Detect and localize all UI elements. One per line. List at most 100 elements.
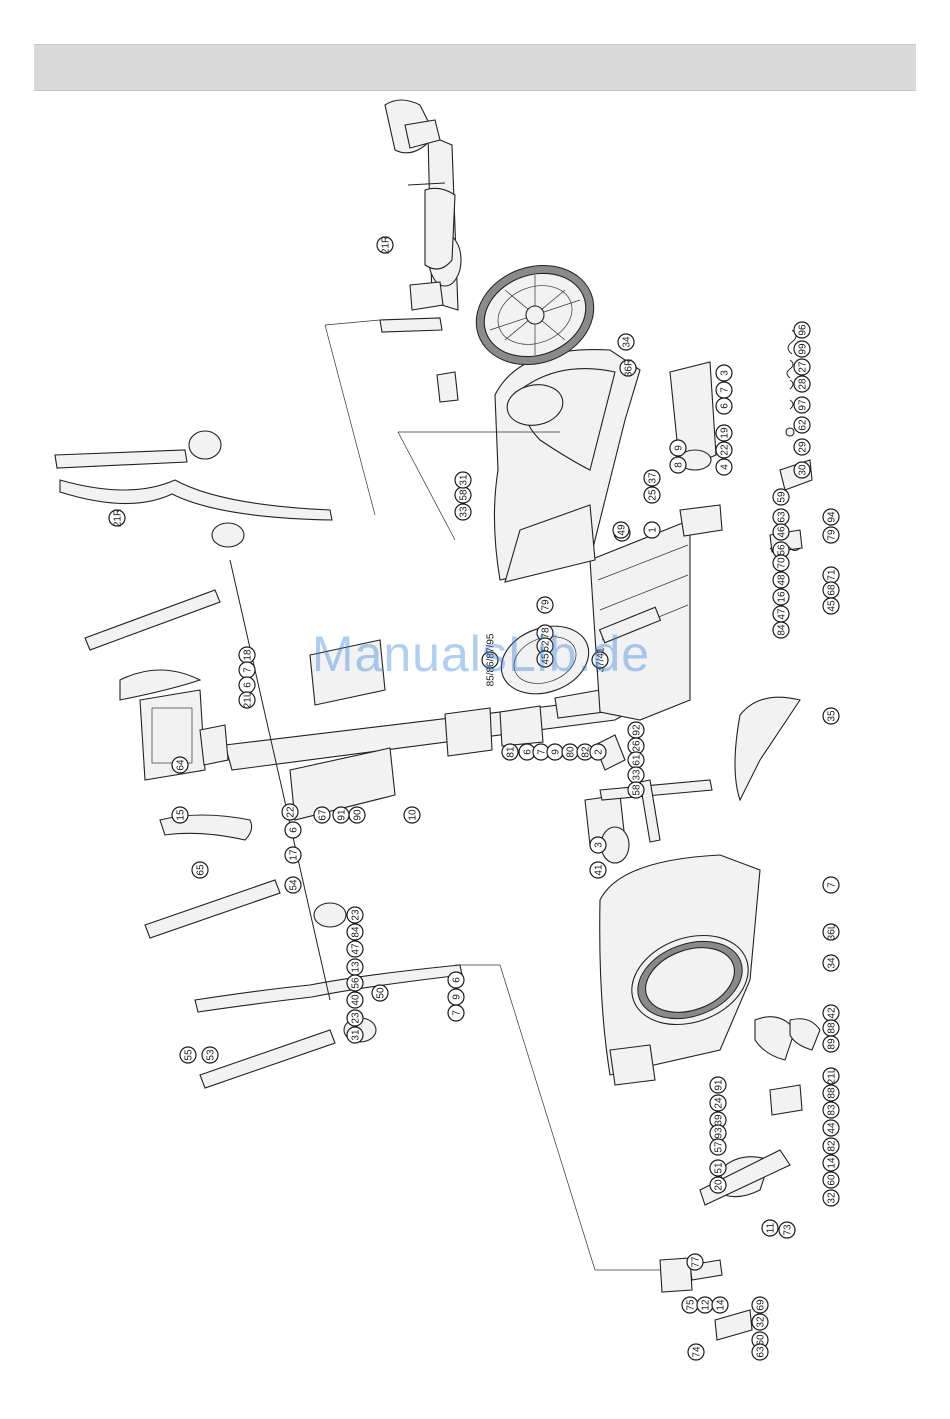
callout-label: 25 bbox=[648, 489, 659, 501]
callout-label: 57 bbox=[714, 1141, 725, 1153]
callout-17: 17 bbox=[284, 846, 302, 864]
callout-label: 7 bbox=[827, 882, 838, 888]
callout-label: 13 bbox=[351, 961, 362, 973]
callout-label: 61 bbox=[632, 754, 643, 766]
callout-40: 40 bbox=[346, 991, 364, 1009]
callout-7: 7 bbox=[447, 1004, 465, 1022]
callout-63: 63 bbox=[751, 1343, 769, 1361]
callout-label: 2 bbox=[594, 749, 605, 755]
callout-label: 6 bbox=[243, 682, 254, 688]
callout-61: 61 bbox=[627, 751, 645, 769]
callout-47: 47 bbox=[346, 940, 364, 958]
callout-67: 67 bbox=[313, 806, 331, 824]
callout-3: 3 bbox=[715, 364, 733, 382]
callout-6: 6 bbox=[284, 821, 302, 839]
callout-79: 79 bbox=[536, 596, 554, 614]
callout-33: 33 bbox=[454, 503, 472, 521]
callout-1: 1 bbox=[643, 521, 661, 539]
callout-label: 7 bbox=[720, 387, 731, 393]
callout-28: 28 bbox=[793, 375, 811, 393]
callout-label: 58 bbox=[459, 489, 470, 501]
callout-label: 6 bbox=[523, 749, 534, 755]
callout-75: 75 bbox=[681, 1296, 699, 1314]
callout-68: 68 bbox=[822, 581, 840, 599]
callout-64: 64 bbox=[171, 756, 189, 774]
callout-6: 6 bbox=[715, 397, 733, 415]
callout-11: 11 bbox=[761, 1219, 779, 1237]
callout-label: 84 bbox=[351, 926, 362, 938]
callout-89: 89 bbox=[822, 1035, 840, 1053]
callout-label: 33 bbox=[632, 769, 643, 781]
callout-7: 7 bbox=[822, 876, 840, 894]
callout-3: 3 bbox=[589, 836, 607, 854]
callout-14: 14 bbox=[822, 1154, 840, 1172]
callout-10: 10 bbox=[403, 806, 421, 824]
callout-15: 15 bbox=[171, 806, 189, 824]
callout-label: 34 bbox=[622, 336, 633, 348]
callout-45: 45 bbox=[822, 597, 840, 615]
callout-label: 97 bbox=[798, 399, 809, 411]
callout-53: 53 bbox=[201, 1046, 219, 1064]
callout-label: 51 bbox=[714, 1162, 725, 1174]
callout-label: 65 bbox=[196, 864, 207, 876]
callout-label: 79 bbox=[827, 529, 838, 541]
callout-35: 35 bbox=[822, 707, 840, 725]
callout-label: 9 bbox=[674, 445, 685, 451]
callout-54: 54 bbox=[284, 876, 302, 894]
callout-6: 6 bbox=[238, 676, 256, 694]
callout-51: 51 bbox=[709, 1159, 727, 1177]
callout-90: 90 bbox=[348, 806, 366, 824]
callout-label: 74 bbox=[692, 1346, 703, 1358]
callouts: 9699272897622930376192243436R14959946346… bbox=[108, 236, 840, 1361]
callout-55: 55 bbox=[179, 1046, 197, 1064]
callout-label: 50 bbox=[376, 987, 387, 999]
callout-label: 92 bbox=[632, 724, 643, 736]
callout-label: 9 bbox=[452, 994, 463, 1000]
callout-83: 83 bbox=[822, 1101, 840, 1119]
callout-label: 10 bbox=[408, 809, 419, 821]
callout-59: 59 bbox=[772, 488, 790, 506]
callout-12: 12 bbox=[696, 1296, 714, 1314]
callout-99: 99 bbox=[793, 340, 811, 358]
callout-label: 70 bbox=[777, 557, 788, 569]
callout-label: 60 bbox=[827, 1174, 838, 1186]
cross-bar-mid bbox=[584, 734, 713, 864]
callout-56: 56 bbox=[346, 974, 364, 992]
callout-96: 96 bbox=[793, 321, 811, 339]
callout-label: 46 bbox=[777, 526, 788, 538]
callout-31: 31 bbox=[454, 471, 472, 489]
callout-57: 57 bbox=[709, 1138, 727, 1156]
callout-42: 42 bbox=[822, 1004, 840, 1022]
callout-32: 32 bbox=[751, 1313, 769, 1331]
callout-label: 31 bbox=[459, 474, 470, 486]
callout-label: 24 bbox=[714, 1097, 725, 1109]
callout-label: 20 bbox=[714, 1179, 725, 1191]
callout-label: 85/86/87/95 bbox=[486, 633, 497, 686]
callout-label: 48 bbox=[777, 574, 788, 586]
callout-48: 48 bbox=[772, 571, 790, 589]
callout-label: 23 bbox=[351, 1012, 362, 1024]
callout-label: 7 bbox=[243, 667, 254, 673]
callout-79: 79 bbox=[822, 526, 840, 544]
callout-label: 21L bbox=[243, 691, 254, 708]
callout-29: 29 bbox=[793, 438, 811, 456]
callout-label: 18 bbox=[243, 649, 254, 661]
callout-label: 63 bbox=[777, 511, 788, 523]
callout-label: 56 bbox=[351, 977, 362, 989]
callout-label: 39 bbox=[714, 1114, 725, 1126]
callout-21L: 21L bbox=[822, 1067, 840, 1085]
callout-label: 36L bbox=[827, 923, 838, 940]
callout-label: 36R bbox=[624, 359, 635, 377]
callout-88: 88 bbox=[822, 1084, 840, 1102]
callout-label: 32 bbox=[756, 1316, 767, 1328]
callout-label: 56 bbox=[777, 544, 788, 556]
callout-4: 4 bbox=[715, 458, 733, 476]
callout-label: 88 bbox=[827, 1022, 838, 1034]
callout-49: 49 bbox=[612, 521, 630, 539]
callout-74: 74 bbox=[687, 1343, 705, 1361]
callout-9: 9 bbox=[447, 988, 465, 1006]
callout-label: 47 bbox=[777, 608, 788, 620]
callout-93: 93 bbox=[709, 1124, 727, 1142]
callout-62: 62 bbox=[793, 416, 811, 434]
